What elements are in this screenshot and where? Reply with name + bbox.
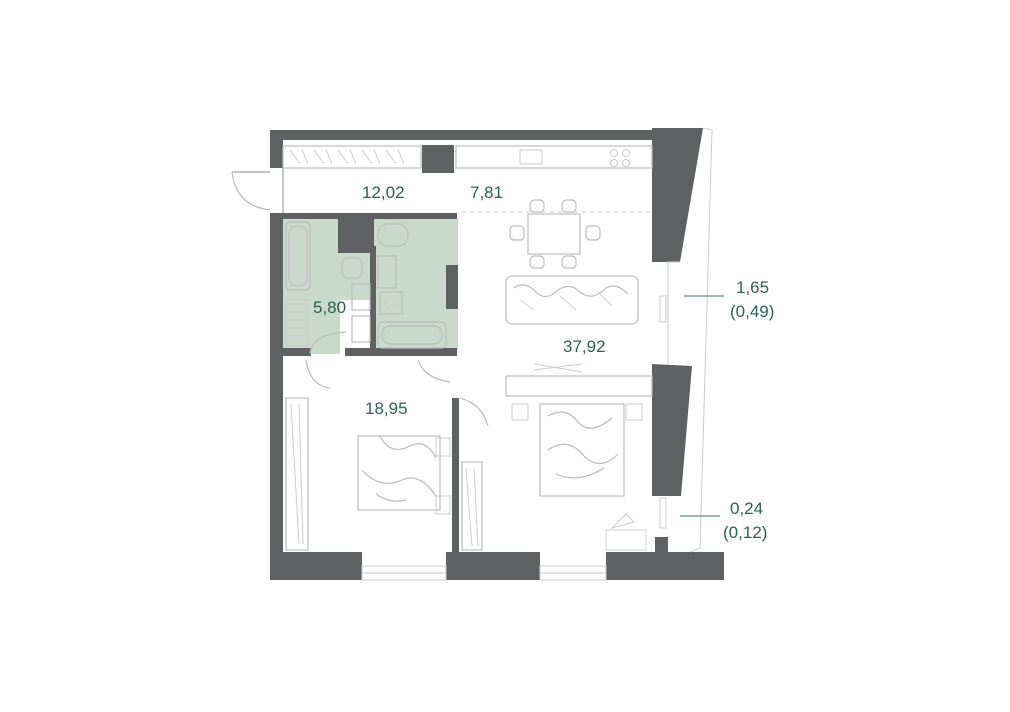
dining-table: [509, 199, 601, 269]
window-bottom-left: [361, 565, 447, 581]
walls: [270, 128, 724, 580]
sofa: [505, 275, 639, 325]
room-area-bedroom: 18,95: [365, 399, 408, 418]
window-bottom-right: [539, 565, 607, 581]
balcony-bottom-area: 0,24: [730, 499, 763, 518]
balcony-top-area: 1,65: [736, 278, 769, 297]
bedroom-left-furniture: [285, 359, 451, 551]
bathroom-fixtures: [285, 221, 447, 355]
balcony-bottom-sub: (0,12): [723, 523, 767, 542]
top-cabinets: [282, 145, 653, 213]
room-area-kitchen: 7,81: [470, 183, 503, 202]
balcony-door-top: [659, 295, 667, 323]
balcony-top-sub: (0,49): [730, 302, 774, 321]
bedroom-right-furniture: [459, 363, 667, 551]
room-area-bathroom: 5,80: [313, 298, 346, 317]
entrance-door: [231, 168, 284, 213]
room-area-hallway: 12,02: [362, 183, 405, 202]
room-area-living: 37,92: [563, 337, 606, 356]
balcony-outline: [667, 127, 713, 553]
